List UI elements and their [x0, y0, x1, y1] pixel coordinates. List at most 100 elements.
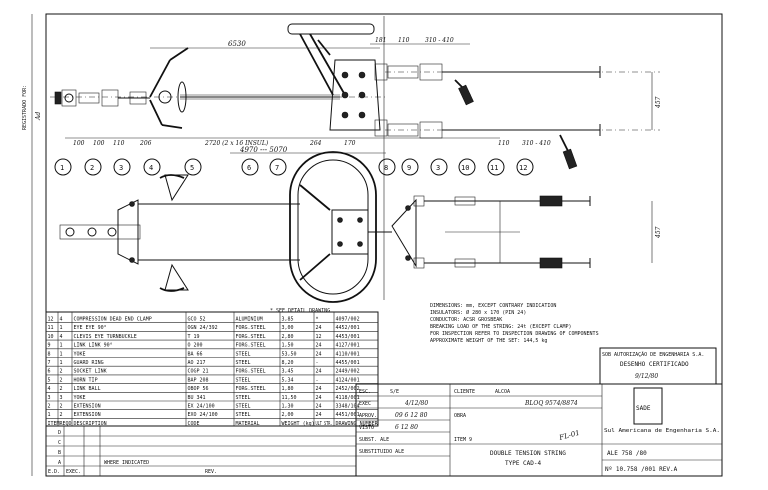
bom-cell: 1: [60, 343, 63, 349]
bom-cell: 5,34: [282, 377, 294, 383]
general-notes: DIMENSIONS: mm, EXCEPT CONTRARY INDICATI…: [430, 303, 599, 344]
bom-cell: STEEL: [236, 395, 251, 401]
bom-cell: 24: [316, 395, 322, 401]
dim-110-top: 110: [398, 37, 410, 44]
handwritten-reference: FL-01: [557, 429, 580, 442]
bom-cell: 2: [60, 386, 63, 392]
bom-cell: 5: [48, 377, 51, 383]
bom-cell: 2,00: [282, 412, 294, 418]
right-hardware-lower: [387, 121, 600, 170]
bom-cell: BA 66: [188, 351, 203, 357]
bom-cell: 24: [316, 386, 322, 392]
rev-row-a: A: [58, 460, 61, 466]
scale-value: S/E: [390, 389, 399, 395]
bom-cell: LINK BALL: [74, 386, 101, 392]
balloon-12: 12: [519, 164, 527, 172]
bom-cell: 3,45: [282, 369, 294, 375]
drawing-number: Nº 10.758 /001 REV.A: [605, 466, 678, 473]
bom-cell: 53,50: [282, 351, 297, 357]
right-hardware-upper: [387, 63, 600, 106]
bom-cell: 4452/001: [336, 325, 360, 331]
visto-date: 6 12 80: [395, 424, 418, 431]
client-label: CLIENTE: [454, 389, 475, 395]
dim-110-a: 110: [113, 140, 125, 147]
bom-cell: 11,50: [282, 395, 297, 401]
balloon-1: 1: [60, 164, 64, 172]
bom-cell: STEEL: [236, 360, 251, 366]
certification-stamp: SOB AUTORIZAÇÃO DE ENGENHARIA S.A. DESEN…: [599, 347, 717, 385]
dim-100-a: 100: [73, 140, 85, 147]
bom-cell: 3348/104: [336, 404, 360, 410]
bom-cell: 2: [60, 369, 63, 375]
balloon-10: 10: [461, 164, 469, 172]
bom-cell: 7: [48, 360, 51, 366]
dim-2720: 2720 (2 x 16 INSUL): [204, 140, 269, 147]
drawing-type: TYPE CAD-4: [505, 460, 542, 467]
left-hardware-chain: [54, 47, 189, 129]
revision-block: D C B A WHERE INDICATED E.D. EXEC. REV.: [45, 425, 357, 477]
note-line: FOR INSPECTION REFER TO INSPECTION DRAWI…: [430, 331, 599, 337]
rev-header-exec: EXEC.: [66, 469, 81, 475]
rev-header-rev: REV.: [205, 469, 217, 475]
bom-cell: FORG.STEEL: [236, 334, 266, 340]
bom-cell: LINK LINK 90°: [74, 343, 113, 349]
bom-header: DRAWING NUMBER: [336, 421, 379, 427]
exec-label: EXEC: [359, 401, 371, 407]
top-dimensions: 6530 181 110 310 - 410 457 100 100 110 2…: [65, 37, 662, 154]
balloon-2: 2: [90, 164, 94, 172]
bom-header: REQD: [60, 421, 72, 427]
client-reference: BLOQ 9574/8874: [524, 400, 578, 407]
yoke-plate-side: [329, 59, 388, 137]
bom-header: MATERIAL: [236, 421, 260, 427]
bom-cell: 8: [48, 351, 51, 357]
bom-cell: 2: [48, 404, 51, 410]
dim-206: 206: [139, 140, 152, 147]
plan-view: 457: [59, 151, 662, 303]
note-line: CONDUCTOR: ACSR GROSBEAK: [430, 317, 502, 323]
bom-cell: CLEVIS EYE TURNBUCKLE: [74, 334, 137, 340]
bom-header: CODE: [188, 421, 200, 427]
bom-cell: FORG.STEEL: [236, 369, 266, 375]
balloon-8: 8: [384, 164, 388, 172]
bom-cell: BU 341: [188, 395, 206, 401]
horn-arm: [287, 23, 375, 96]
note-line: DIMENSIONS: mm, EXCEPT CONTRARY INDICATI…: [430, 303, 556, 309]
logo-subtitle: Sul Americana de Engenharia S.A.: [604, 428, 720, 434]
exec-date: 4/12/80: [404, 400, 428, 407]
bom-cell: COGP 21: [188, 369, 209, 375]
balloon-11: 11: [490, 164, 498, 172]
bom-cell: 1,30: [282, 404, 294, 410]
bom-cell: O 200: [188, 343, 203, 349]
dim-170: 170: [344, 140, 356, 147]
bom-cell: GCO 52: [188, 317, 206, 323]
bom-cell: FORG.STEEL: [236, 325, 266, 331]
bom-cell: 9: [48, 343, 51, 349]
stamp-date: 9/12/80: [635, 373, 658, 380]
dim-310-410-b: 310 - 410: [522, 140, 551, 147]
dim-6530: 6530: [228, 40, 246, 48]
rev-a-description: WHERE INDICATED: [104, 460, 149, 466]
balloon-7: 7: [275, 164, 279, 172]
bom-cell: EXTENSION: [74, 404, 101, 410]
bom-cell: 1: [60, 351, 63, 357]
bom-cell: EX 24/100: [188, 404, 215, 410]
substituido-label: SUBSTITUIDO ALE: [359, 449, 404, 455]
bom-cell: 2452/002: [336, 386, 360, 392]
bom-cell: 11: [48, 325, 54, 331]
bom-cell: 3: [48, 395, 51, 401]
balloon-4: 4: [149, 164, 153, 172]
bom-cell: -: [316, 377, 319, 383]
bom-cell: 2449/002: [336, 369, 360, 375]
bom-cell: 4453/001: [336, 334, 360, 340]
client-value: ALCOA: [495, 389, 510, 395]
balloon-3: 3: [119, 164, 123, 172]
visto-label: VISTO: [359, 425, 374, 431]
balloon-6: 6: [247, 164, 251, 172]
rev-row-c: C: [58, 440, 61, 446]
insulator-string-upper: [177, 81, 340, 113]
bom-header: ULT STR.: [316, 421, 333, 427]
note-line: BREAKING LOAD OF THE STRING: 24t (EXCEPT…: [430, 324, 571, 330]
bom-cell: OBOP 56: [188, 386, 209, 392]
